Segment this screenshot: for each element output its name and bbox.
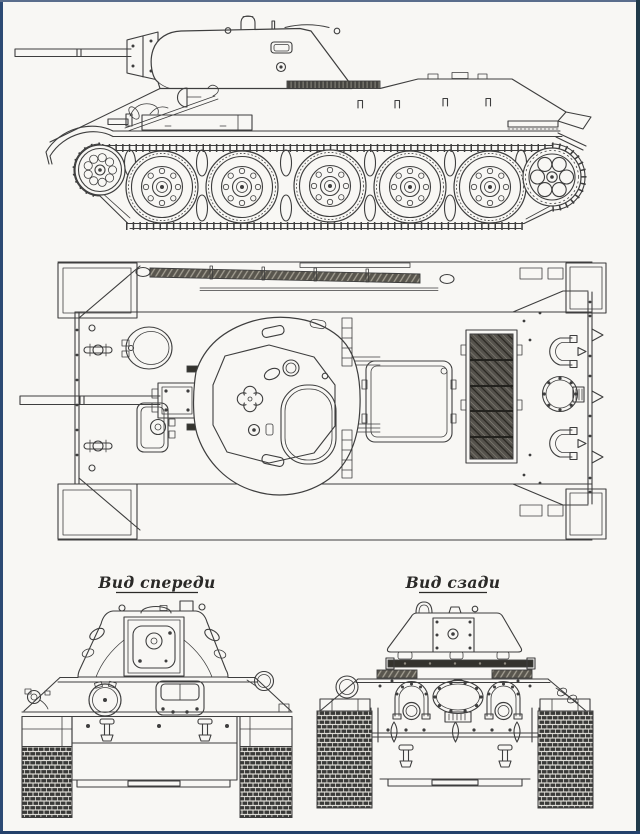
road-wheel <box>293 149 367 223</box>
horn <box>24 688 51 710</box>
side-view <box>14 15 592 230</box>
tow-hook <box>197 718 213 742</box>
road-wheel <box>205 150 279 224</box>
engine-deck-top-view <box>341 267 604 517</box>
tow-shackle <box>83 343 113 357</box>
idler-wheel <box>74 144 126 196</box>
rear-view-caption: Вид сзади <box>405 573 501 594</box>
track-rear-right <box>537 710 594 809</box>
exhaust-cover-top <box>549 426 587 461</box>
tow-hook <box>398 744 414 768</box>
page-border-top <box>0 0 640 2</box>
radiator-grille <box>460 329 523 464</box>
turret-top-view <box>192 316 361 496</box>
exhaust-cover-rear <box>484 680 523 721</box>
hull-rear <box>319 657 591 787</box>
front-view <box>21 600 293 818</box>
page-border-bottom <box>0 831 640 834</box>
transmission-hatch-rear <box>432 679 484 723</box>
turret-side <box>150 15 353 90</box>
tow-hook <box>497 744 513 768</box>
exhaust-cover-rear <box>392 680 431 721</box>
gun-barrel-side <box>14 48 132 58</box>
road-wheel <box>453 150 527 224</box>
periscope-quatrefoil <box>236 385 264 413</box>
track-front-right <box>239 746 293 818</box>
rear-tension-eyes <box>390 721 521 743</box>
round-engine-hatch <box>541 375 585 413</box>
exhaust-cover-top <box>549 334 587 369</box>
top-view <box>19 261 607 541</box>
track-front-left <box>21 746 73 818</box>
mg-mount-front <box>155 680 205 716</box>
road-wheel <box>125 150 199 224</box>
headlight <box>246 670 275 692</box>
stowed-tow-cable <box>135 262 455 291</box>
tow-shackle <box>83 439 113 453</box>
rear-tow-hooks-top <box>591 328 604 464</box>
turret-rear <box>386 601 523 660</box>
rear-view <box>316 601 594 809</box>
hull-front <box>21 670 293 788</box>
mg-hatch-top <box>136 402 176 453</box>
track-side <box>72 142 587 230</box>
turret-front <box>77 600 229 678</box>
driver-hatch-front <box>88 680 122 717</box>
rear-view-label: Вид сзади <box>405 573 501 592</box>
front-view-label: Вид спереди <box>97 573 215 592</box>
page-border-right <box>636 0 640 834</box>
front-view-caption: Вид спереди <box>97 573 215 594</box>
page-border-left <box>0 0 3 834</box>
gun-barrel-top <box>19 382 197 419</box>
road-wheel <box>373 150 447 224</box>
drive-sprocket <box>522 147 582 207</box>
hull-side <box>45 72 592 165</box>
track-rear-left <box>316 710 373 809</box>
tow-hook <box>99 718 115 742</box>
driver-hatch-top <box>121 326 173 370</box>
